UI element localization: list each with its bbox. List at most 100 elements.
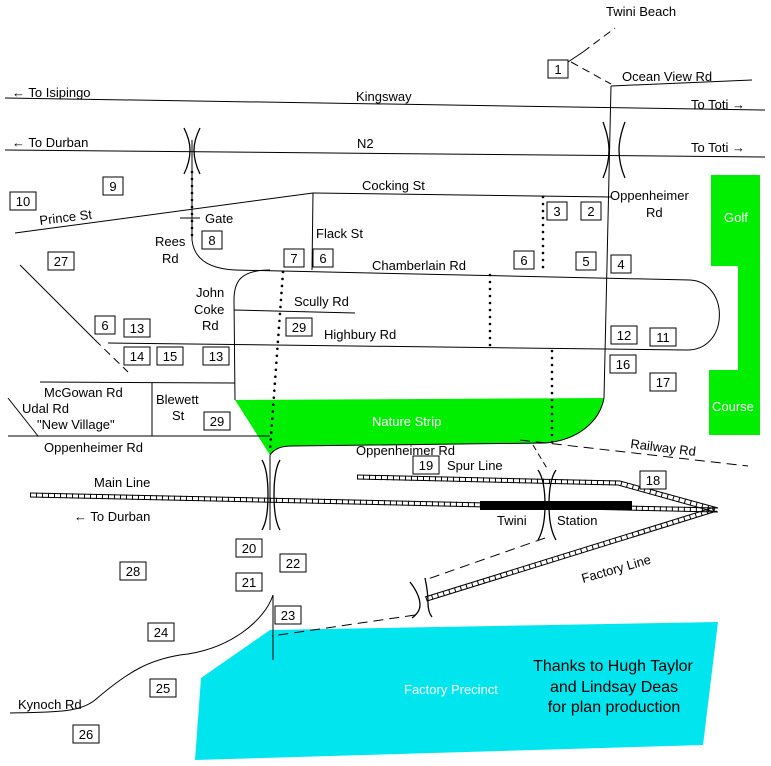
marker-label: 21 bbox=[242, 575, 256, 590]
roads-layer bbox=[4, 27, 766, 714]
marker-2: 2 bbox=[580, 201, 602, 221]
oppenheimer-rd-mid-label: Oppenheimer Rd bbox=[356, 443, 455, 458]
marker-11: 11 bbox=[649, 327, 677, 347]
n2-road bbox=[4, 149, 766, 158]
marker-28: 28 bbox=[119, 561, 147, 581]
marker-3: 3 bbox=[546, 201, 568, 221]
marker-label: 13 bbox=[130, 321, 144, 336]
rail-lines bbox=[29, 474, 719, 602]
scully-rd-road bbox=[233, 309, 356, 314]
marker-label: 9 bbox=[109, 179, 116, 194]
prince-st-label: Prince St bbox=[39, 207, 94, 228]
oppenheimer-rd-vertical bbox=[603, 85, 612, 399]
marker-label: 20 bbox=[242, 541, 256, 556]
credits-line-1: Thanks to Hugh Taylor bbox=[533, 658, 693, 675]
marker-label: 3 bbox=[553, 204, 560, 219]
marker-6: 6 bbox=[312, 248, 334, 268]
marker-label: 22 bbox=[286, 556, 300, 571]
factory-line-dashed-down bbox=[271, 614, 416, 637]
marker-label: 29 bbox=[292, 320, 306, 335]
factory-line-rail-b bbox=[426, 510, 718, 602]
marker-8: 8 bbox=[201, 230, 223, 250]
marker-label: 14 bbox=[130, 349, 144, 364]
blewett-st-label-1: Blewett bbox=[156, 392, 199, 407]
marker-4: 4 bbox=[610, 254, 632, 274]
twini-label: Twini bbox=[497, 513, 527, 528]
main-line-ties bbox=[29, 492, 719, 513]
kingsway-label: Kingsway bbox=[356, 89, 412, 104]
marker-9: 9 bbox=[102, 176, 124, 196]
golf-label: Golf bbox=[724, 210, 748, 225]
marker-label: 6 bbox=[101, 318, 108, 333]
flack-st-road bbox=[311, 192, 314, 271]
marker-label: 19 bbox=[419, 458, 433, 473]
marker-label: 23 bbox=[281, 608, 295, 623]
marker-label: 10 bbox=[16, 194, 30, 209]
cocking-st-road bbox=[312, 192, 612, 198]
marker-label: 15 bbox=[163, 349, 177, 364]
railway-rd-dashed bbox=[519, 439, 749, 467]
marker-7: 7 bbox=[283, 248, 305, 268]
nature-strip-label: Nature Strip bbox=[372, 414, 441, 429]
scully-rd-label: Scully Rd bbox=[294, 294, 349, 309]
blewett-st-label-2: St bbox=[172, 408, 185, 423]
dotted-paths bbox=[190, 170, 554, 452]
road-labels: Twini Beach Ocean View Rd ← To Isipingo … bbox=[12, 4, 745, 712]
factory-precinct-area bbox=[195, 622, 718, 760]
credits-line-3: for plan production bbox=[548, 699, 681, 716]
credits: Thanks to Hugh Taylor and Lindsay Deas f… bbox=[533, 658, 693, 716]
marker-18: 18 bbox=[639, 470, 667, 490]
marker-13: 13 bbox=[123, 318, 151, 338]
gate-label: Gate bbox=[205, 211, 233, 226]
marker-label: 26 bbox=[79, 727, 93, 742]
marker-label: 24 bbox=[154, 625, 168, 640]
marker-label: 27 bbox=[54, 254, 68, 269]
marker-label: 18 bbox=[646, 473, 660, 488]
marker-1: 1 bbox=[547, 59, 569, 79]
railway-rd-label: Railway Rd bbox=[630, 436, 697, 459]
marker-24: 24 bbox=[147, 622, 175, 642]
john-coke-rd-label-3: Rd bbox=[202, 318, 219, 333]
prince-st-road bbox=[14, 192, 314, 234]
loop-east bbox=[684, 279, 720, 351]
marker-16: 16 bbox=[609, 354, 637, 374]
marker-27: 27 bbox=[47, 251, 75, 271]
udal-rd-label: Udal Rd bbox=[22, 401, 69, 416]
marker-12: 12 bbox=[610, 325, 638, 345]
station-to-factory-dashed bbox=[424, 537, 546, 581]
diagonal-left-dashed bbox=[94, 339, 129, 373]
marker-label: 8 bbox=[208, 233, 215, 248]
mcgowan-rd-road bbox=[39, 381, 236, 384]
beach-road-dashed bbox=[582, 27, 616, 53]
marker-25: 25 bbox=[149, 678, 177, 698]
marker-label: 17 bbox=[656, 375, 670, 390]
udal-rd-road bbox=[7, 397, 39, 437]
marker-label: 13 bbox=[209, 349, 223, 364]
marker-26: 26 bbox=[72, 724, 100, 744]
marker-29: 29 bbox=[285, 317, 313, 337]
twini-beach-label: Twini Beach bbox=[606, 4, 676, 19]
marker-10: 10 bbox=[9, 191, 37, 211]
marker-label: 2 bbox=[587, 204, 594, 219]
bridges-layer bbox=[183, 121, 626, 619]
to-toti-label-2: To Toti → bbox=[691, 140, 745, 155]
marker-label: 4 bbox=[617, 257, 624, 272]
oppenheimer-rd-left-label: Oppenheimer Rd bbox=[44, 440, 143, 455]
spur-line-rail-b bbox=[356, 478, 716, 513]
marker-label: 1 bbox=[554, 62, 561, 77]
marker-20: 20 bbox=[235, 538, 263, 558]
marker-label: 25 bbox=[156, 681, 170, 696]
marker-21: 21 bbox=[235, 572, 263, 592]
marker-label: 6 bbox=[319, 251, 326, 266]
marker-label: 11 bbox=[656, 330, 670, 345]
to-toti-label-1: To Toti → bbox=[691, 97, 745, 112]
kynoch-rd-road bbox=[9, 594, 274, 714]
factory-precinct-label: Factory Precinct bbox=[404, 682, 498, 697]
nature-strip-area bbox=[235, 398, 604, 455]
oppenheimer-rd-label-2: Rd bbox=[646, 205, 663, 220]
marker-label: 7 bbox=[290, 251, 297, 266]
to-durban-n2-label: ← To Durban bbox=[12, 135, 88, 150]
beach-road-solid bbox=[567, 51, 584, 63]
oppenheimer-rd-label-1: Oppenheimer bbox=[610, 188, 689, 203]
